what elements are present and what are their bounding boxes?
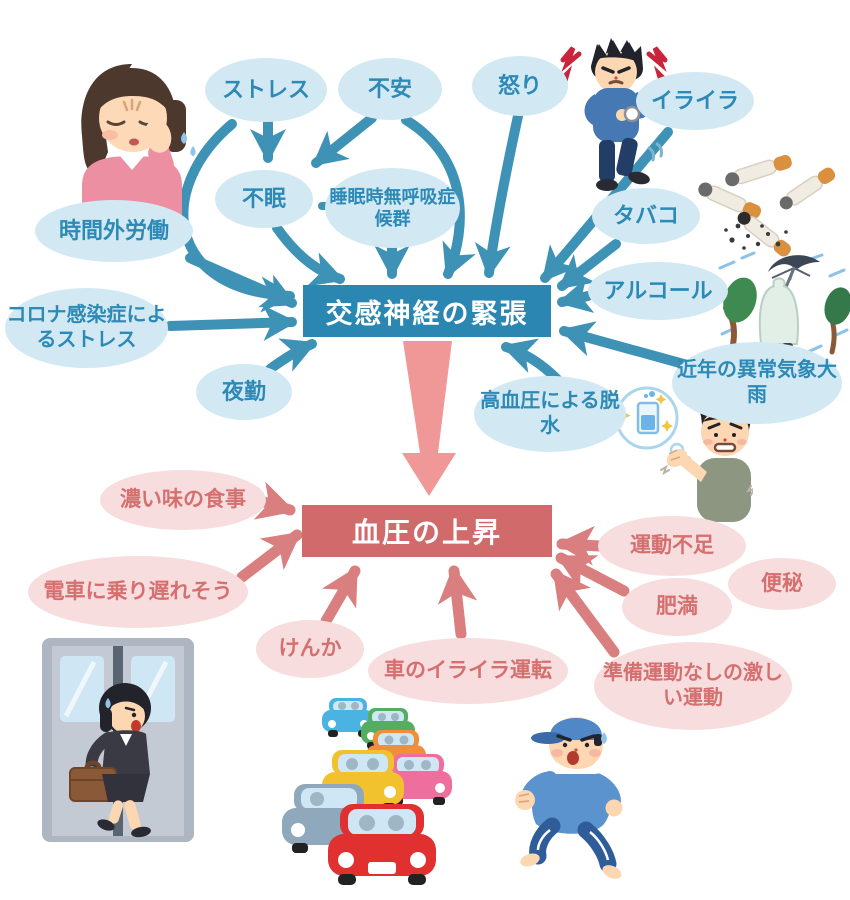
- arrow-train-to-bp: [236, 529, 303, 583]
- arrow-driving-to-bp: [437, 565, 478, 640]
- bubble-alcohol: アルコール: [588, 262, 728, 320]
- arrow-overtime-to-box: [185, 253, 297, 308]
- arrow-alcohol-to-box: [557, 277, 595, 314]
- bubble-sudden-exercise: 準備運動なしの激しい運動: [594, 642, 792, 730]
- worried-woman-illustration: [81, 64, 196, 221]
- arrow-fight-to-bp: [320, 565, 361, 627]
- bubble-salty-food: 濃い味の食事: [100, 470, 266, 530]
- arrow-obesity-to-bp: [555, 552, 630, 597]
- arrow-exercise-to-bp: [556, 525, 606, 566]
- bubble-irritated-driving: 車のイライラ運転: [368, 638, 568, 704]
- bubble-corona-stress: コロナ感染症によるストレス: [5, 288, 168, 368]
- bubble-insomnia: 不眠: [215, 170, 313, 228]
- angry-man-watch-illustration: [554, 38, 672, 191]
- bubble-anxiety: 不安: [338, 58, 442, 120]
- cigarette-butts-illustration: [698, 155, 836, 257]
- storm-person-illustration: [716, 251, 850, 355]
- bubble-tobacco: タバコ: [592, 188, 700, 244]
- bubble-stress: ストレス: [205, 58, 327, 122]
- arrow-salty-to-bp: [253, 481, 296, 520]
- bubble-irritation: イライラ: [636, 72, 754, 130]
- bubble-dehydration: 高血圧による脱水: [474, 376, 626, 452]
- bubble-sleep-apnea: 睡眠時無呼吸症候群: [325, 168, 460, 248]
- woman-rushing-train-illustration: [42, 638, 194, 842]
- bubble-obesity: 肥満: [622, 578, 732, 636]
- arrow-warmup-to-bp: [550, 568, 620, 658]
- arrow-insomnia-to-box: [272, 223, 345, 287]
- blood-pressure-rise-box: 血圧の上昇: [302, 505, 552, 557]
- arrow-anger-to-box: [474, 111, 523, 278]
- arrow-weather-to-box: [559, 321, 703, 373]
- arrow-anxiety-to-insomnia: [311, 113, 377, 168]
- arrow-dehydration-to-box: [501, 338, 563, 385]
- bubble-abnormal-weather: 近年の異常気象大雨: [672, 342, 842, 424]
- arrow-nightshift-to-box: [265, 338, 317, 374]
- car-red: [328, 804, 436, 885]
- arrow-corona-to-box: [165, 304, 297, 341]
- bubble-fight: けんか: [256, 620, 364, 678]
- bubble-constipation: 便秘: [728, 558, 836, 610]
- sympathetic-nerve-tension-box: 交感神経の緊張: [303, 285, 551, 337]
- bubble-overtime-work: 時間外労働: [35, 200, 193, 262]
- running-man-illustration: [515, 717, 623, 879]
- arrow-anxiety-to-box: [401, 115, 476, 279]
- big-arrow-sympathetic-to-bp: [402, 341, 456, 496]
- bubble-lack-of-exercise: 運動不足: [598, 516, 746, 576]
- bubble-anger: 怒り: [472, 56, 568, 116]
- bubble-missing-train: 電車に乗り遅れそう: [28, 556, 248, 628]
- traffic-jam-illustration: [282, 698, 452, 885]
- bubble-night-shift: 夜勤: [196, 364, 292, 420]
